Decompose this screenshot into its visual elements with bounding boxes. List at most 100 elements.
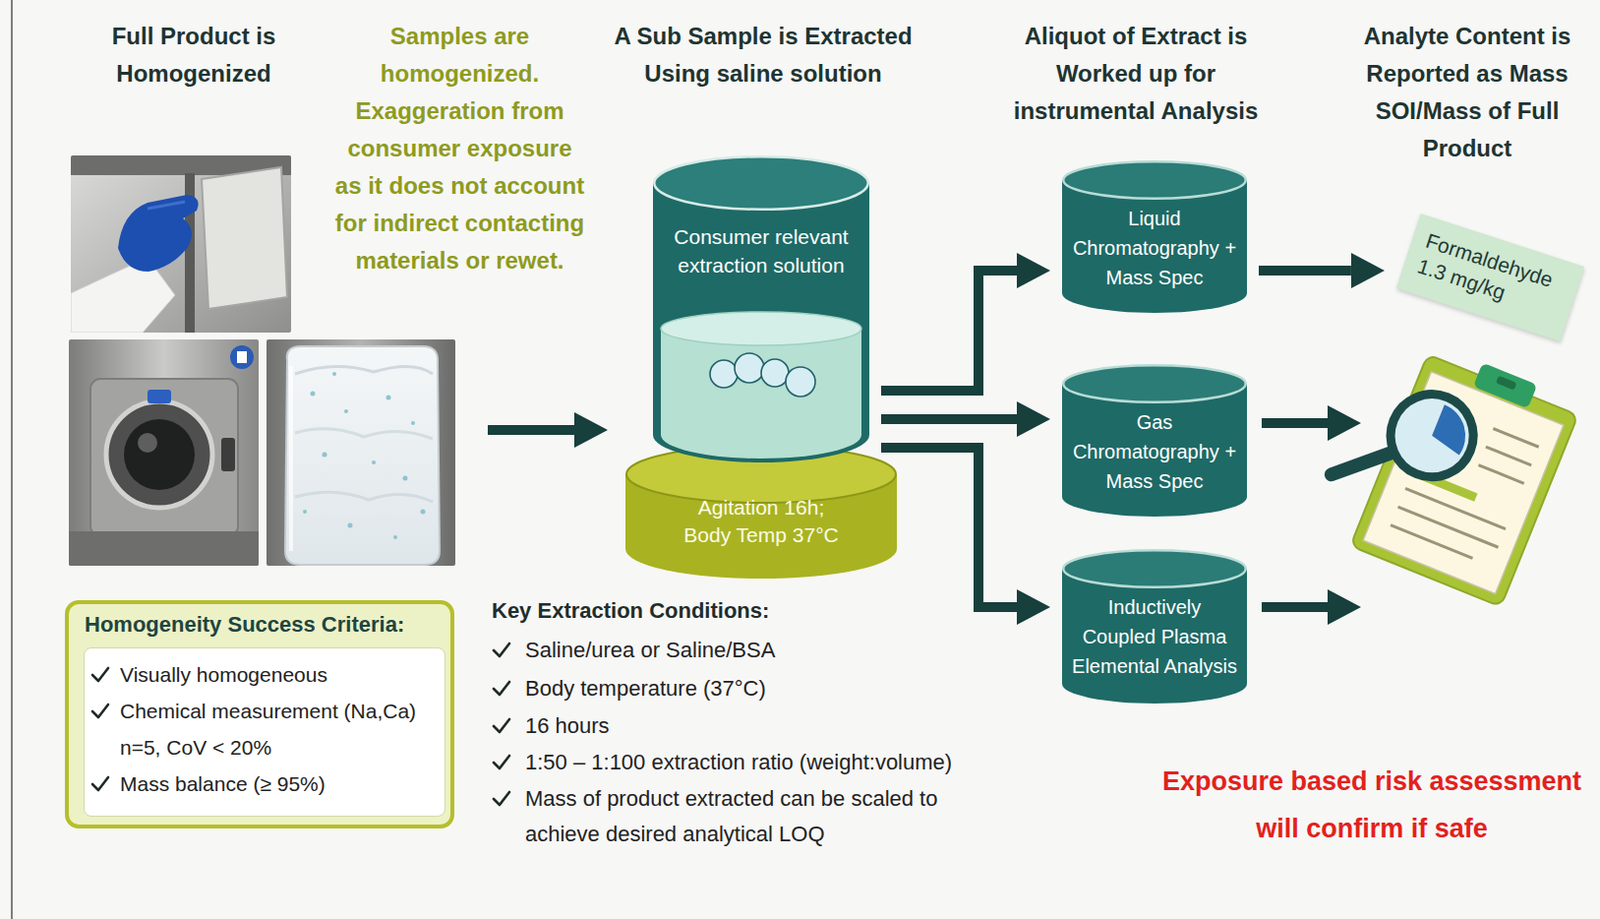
photo-homogenized-sample-jar bbox=[403, 475, 409, 481]
node-outline bbox=[1062, 160, 1247, 313]
report-clipboard-icon bbox=[1362, 371, 1564, 594]
list-heading: Key Extraction Conditions: bbox=[491, 592, 905, 629]
node-text: Formaldehyde 1.3 mg/kg bbox=[1414, 227, 1568, 323]
photo-homogenizer-lid bbox=[70, 155, 292, 333]
check-mark bbox=[90, 773, 111, 794]
photo-homogenized-sample-jar bbox=[302, 371, 426, 539]
flow-arrow bbox=[881, 414, 1017, 424]
text-row: Liquid Chromatography + Mass Spec bbox=[1069, 203, 1240, 293]
photo-homogenizer-lid bbox=[70, 257, 176, 333]
conclusion-text: Exposure based risk assessment will conf… bbox=[1150, 757, 1594, 852]
node-text: Homogeneity Success Criteria: bbox=[84, 609, 405, 640]
criteria-panel: Homogeneity Success Criteria: Visually ho… bbox=[64, 599, 455, 829]
report-clipboard-icon bbox=[1390, 525, 1473, 559]
photo-homogenized-sample-jar bbox=[295, 365, 433, 374]
check-mark bbox=[491, 788, 512, 809]
report-clipboard-icon bbox=[1377, 381, 1485, 489]
extraction-vessel: Consumer relevant extraction solution bbox=[652, 155, 870, 463]
report-clipboard-icon bbox=[1331, 433, 1394, 493]
report-clipboard-icon bbox=[1428, 404, 1476, 456]
list-item: Mass of product extracted can be scaled … bbox=[525, 780, 954, 852]
report-clipboard-icon bbox=[1492, 428, 1539, 448]
node-text: Agitation 16h; Body Temp 37°C bbox=[676, 493, 846, 549]
extraction-liquid bbox=[660, 328, 862, 459]
check-mark bbox=[493, 681, 510, 695]
sample-piece bbox=[734, 353, 765, 383]
column-heading: Analyte Content is Reported as Mass SOI/… bbox=[1339, 17, 1596, 168]
text-row: Visually homogeneous bbox=[90, 655, 437, 693]
check-mark bbox=[92, 776, 109, 790]
node-text: Liquid Chromatography + Mass Spec bbox=[1069, 203, 1240, 293]
photo-homogenizer-machine bbox=[90, 378, 238, 536]
node-outline bbox=[652, 155, 870, 463]
photo-homogenized-sample-jar bbox=[295, 491, 433, 502]
photo-homogenizer-machine bbox=[137, 432, 158, 453]
note: Samples are homogenized. Exaggeration fr… bbox=[334, 17, 586, 280]
photo-homogenized-sample-jar bbox=[348, 523, 354, 529]
photo-homogenizer-machine bbox=[237, 351, 247, 363]
report-clipboard-icon bbox=[1485, 446, 1532, 466]
text-row: Inductively Coupled Plasma Elemental Ana… bbox=[1069, 592, 1240, 681]
check-mark bbox=[90, 701, 111, 721]
cylinder-top bbox=[626, 445, 896, 503]
node-text: Visually homogeneous bbox=[119, 655, 437, 693]
photo-homogenized-sample-jar bbox=[285, 346, 440, 565]
report-clipboard-icon bbox=[1308, 325, 1583, 606]
photo-homogenizer-machine bbox=[221, 437, 236, 472]
column-heading: Aliquot of Extract is Worked up for inst… bbox=[993, 17, 1279, 130]
instrument-cylinder: Liquid Chromatography + Mass Spec bbox=[1062, 160, 1247, 313]
check-mark bbox=[92, 704, 109, 717]
instrument-cylinder: Inductively Coupled Plasma Elemental Ana… bbox=[1062, 548, 1247, 704]
photo-homogenized-sample-jar bbox=[420, 509, 426, 515]
report-clipboard-icon bbox=[1398, 506, 1499, 547]
photo-homogenizer-machine bbox=[230, 345, 254, 369]
photo-homogenized-sample-jar bbox=[266, 339, 456, 566]
list-item: 16 hours bbox=[491, 708, 1004, 744]
photo-homogenizer-machine bbox=[106, 401, 213, 508]
flow-arrow bbox=[1261, 601, 1328, 612]
list-item: Saline/urea or Saline/BSA bbox=[525, 632, 1004, 668]
column-heading: Full Product is Homogenized bbox=[70, 17, 317, 93]
report-clipboard-icon bbox=[1478, 465, 1524, 484]
photo-homogenizer-lid bbox=[118, 194, 199, 272]
sample-piece bbox=[710, 359, 738, 388]
photo-homogenized-sample-jar bbox=[295, 428, 433, 439]
photo-homogenizer-lid bbox=[147, 201, 185, 209]
photo-homogenized-sample-jar bbox=[289, 365, 294, 551]
list-item: Body temperature (37°C) bbox=[491, 670, 1004, 707]
list-item: 16 hours bbox=[525, 708, 1004, 744]
conclusion-text: Exposure based risk assessment will conf… bbox=[1150, 757, 1594, 852]
text-row: Mass balance (≥ 95%) bbox=[90, 765, 437, 802]
node-text: Gas Chromatography + Mass Spec bbox=[1069, 407, 1240, 496]
column-heading: Full Product is Homogenized bbox=[70, 17, 317, 93]
photo-homogenized-sample-jar bbox=[411, 420, 415, 425]
report-clipboard-icon bbox=[1350, 354, 1579, 607]
flow-arrow bbox=[881, 270, 1017, 391]
node-text: Mass balance (≥ 95%) bbox=[119, 765, 437, 802]
node-text: Inductively Coupled Plasma Elemental Ana… bbox=[1069, 592, 1240, 681]
page-border-line bbox=[10, 0, 13, 919]
list-item: Mass of product extracted can be scaled … bbox=[491, 780, 954, 852]
photo-homogenized-sample-jar bbox=[310, 391, 316, 397]
check-mark bbox=[491, 752, 512, 772]
node-outline bbox=[1062, 363, 1247, 517]
photo-homogenizer-machine bbox=[68, 531, 259, 566]
photo-homogenized-sample-jar bbox=[371, 460, 376, 465]
column-heading: Analyte Content is Reported as Mass SOI/… bbox=[1339, 17, 1596, 168]
list-heading: Key Extraction Conditions: bbox=[491, 592, 905, 629]
result-tag: Formaldehyde 1.3 mg/kg bbox=[1396, 213, 1585, 342]
check-mark bbox=[491, 678, 512, 699]
photo-homogenizer-lid bbox=[70, 155, 292, 333]
report-clipboard-icon bbox=[1495, 375, 1518, 391]
cylinder-body bbox=[1062, 568, 1247, 704]
list-item: 1:50 – 1:100 extraction ratio (weight:vo… bbox=[525, 744, 1043, 780]
check-mark bbox=[493, 791, 510, 805]
node-text: Consumer relevant extraction solution bbox=[662, 222, 860, 280]
text-row: Chemical measurement (Na,Ca) n=5, CoV < … bbox=[90, 692, 437, 766]
text-row: Formaldehyde 1.3 mg/kg bbox=[1414, 227, 1568, 323]
check-mark bbox=[491, 715, 512, 736]
cylinder-top bbox=[1063, 549, 1246, 588]
check-mark bbox=[493, 718, 510, 732]
list-item: Body temperature (37°C) bbox=[525, 670, 1004, 707]
